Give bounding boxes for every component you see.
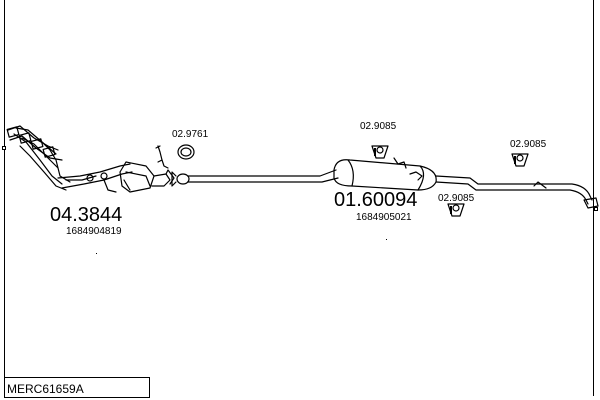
marker-dot-right bbox=[386, 239, 387, 240]
callout-02-9085-b: 02.9085 bbox=[510, 139, 547, 150]
middle-pipe-bottom bbox=[187, 177, 339, 183]
rear-pipe-top bbox=[435, 175, 593, 201]
catalytic-converter bbox=[119, 161, 175, 193]
oem-number-right: 1684905021 bbox=[356, 212, 412, 223]
diagram-code-box: MERC61659A bbox=[4, 377, 150, 398]
diagram-code: MERC61659A bbox=[7, 382, 84, 396]
manifold bbox=[6, 125, 133, 191]
part-number-right: 01.60094 bbox=[334, 189, 418, 211]
seal-ring-02-9761 bbox=[177, 144, 195, 160]
flange-clamp bbox=[176, 173, 190, 185]
manifold-bracket bbox=[103, 179, 117, 193]
callout-02-9085-c: 02.9085 bbox=[438, 193, 475, 204]
frame-marker-right bbox=[594, 207, 598, 211]
middle-pipe-top bbox=[187, 169, 337, 177]
tailpipe-end bbox=[583, 197, 599, 209]
sensor-clip bbox=[157, 145, 169, 169]
marker-dot-left bbox=[96, 253, 97, 254]
callout-02-9085-a: 02.9085 bbox=[360, 121, 397, 132]
pipe-hanger-2 bbox=[409, 171, 423, 181]
oem-number-left: 1684904819 bbox=[66, 226, 122, 237]
pipe-hanger-3 bbox=[533, 181, 547, 189]
frame-marker-left bbox=[2, 146, 6, 150]
part-number-left: 04.3844 bbox=[50, 204, 123, 226]
callout-02-9761: 02.9761 bbox=[172, 129, 209, 140]
pipe-hanger-1 bbox=[393, 157, 407, 169]
